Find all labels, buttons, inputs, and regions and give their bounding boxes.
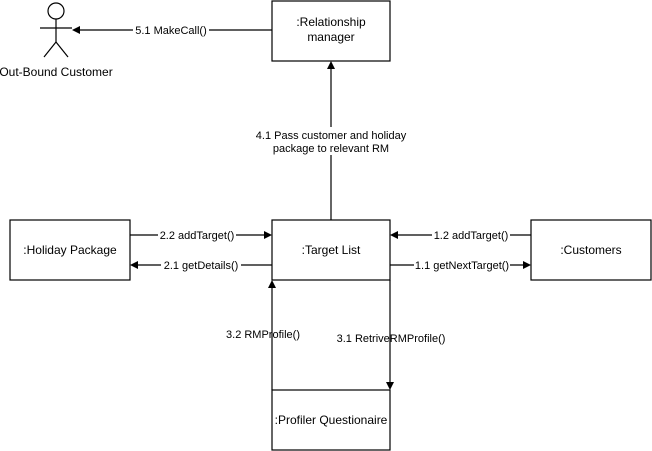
arrowhead-down-icon [386,382,394,390]
relationship-manager-label-line2: manager [307,30,354,44]
arrowhead-up-icon [268,280,276,288]
profiler-questionaire-label: :Profiler Questionaire [275,413,388,427]
customers-box[interactable] [530,219,652,281]
message-2-1-label: 2.1 getDetails() [164,260,239,272]
message-3-1-label: 3.1 RetriveRMProfile() [337,333,446,345]
actor-stick-figure [40,2,72,58]
arrowhead-left-icon [130,261,138,269]
message-1-1-label: 1.1 getNextTarget() [415,260,509,272]
message-5-1-label: 5.1 MakeCall() [135,25,207,37]
message-3-1-connector [386,280,394,390]
relationship-manager-box[interactable] [271,0,391,62]
message-3-2-label: 3.2 RMProfile() [226,329,300,341]
profiler-questionaire-box[interactable] [271,389,391,451]
relationship-manager-label-line1: :Relationship [296,15,366,29]
actor-left-leg [43,41,57,58]
customers-label: :Customers [560,243,621,257]
arrowhead-up-icon [327,61,335,69]
holiday-package-box[interactable] [9,219,131,281]
message-1-2-label: 1.2 addTarget() [434,230,509,242]
message-2-2-label: 2.2 addTarget() [160,230,235,242]
holiday-package-label: :Holiday Package [23,243,117,257]
actor-label: Out-Bound Customer [0,65,113,79]
arrowhead-left-icon [72,26,80,34]
target-list-label: :Target List [302,243,361,257]
message-3-2-connector [268,280,276,390]
message-4-1-label-line1: 4.1 Pass customer and holiday [256,130,407,142]
arrowhead-left-icon [390,231,398,239]
message-4-1-label-line2: package to relevant RM [273,143,389,155]
arrowhead-right-icon [523,261,531,269]
actor-right-leg [55,41,69,58]
actor-head [47,2,65,20]
arrowhead-right-icon [264,231,272,239]
